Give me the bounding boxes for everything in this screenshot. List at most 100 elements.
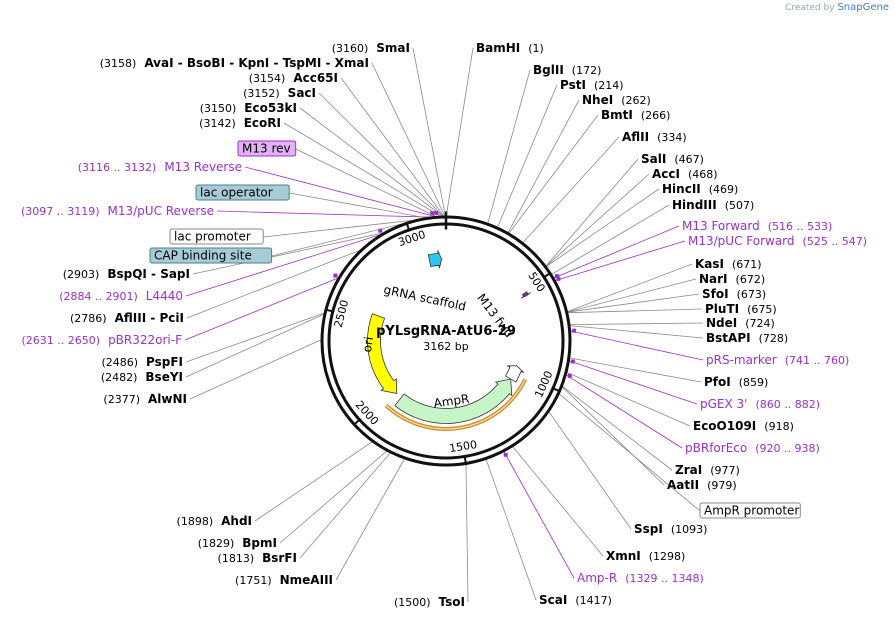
primer-mark-pgex-3 [570,359,575,364]
site-leader-pspfi [185,312,325,363]
site-name: Acc65I [293,71,338,85]
feature-arrow-grna-scaffold [427,250,443,269]
site-position: (3150) [200,102,237,115]
site-name: EcoRI [244,116,281,130]
primer-leader-m13-puc-forward [554,240,686,282]
site-leader-ahdi [254,441,373,522]
site-position: (2903) [63,268,100,281]
feature-arrow-ori [367,313,398,395]
site-leader-nmeaiii [335,458,406,581]
site-position: (1093) [671,523,708,536]
feature-box-bg [149,247,273,264]
feature-arrow-m13-fwd [520,291,531,299]
site-position: (672) [736,273,766,286]
site-position: (1417) [575,594,612,607]
primer-label-prs-marker: pRS-marker(741 .. 760) [706,353,849,367]
primer-range: (741 .. 760) [785,354,850,367]
feature-label-grna-scaffold: gRNA scaffold [382,283,467,314]
site-label-bsrfi: (1813)BsrFI [218,551,297,565]
site-label-sali: SalI(467) [641,152,704,166]
site-leader-afliii-pcii [186,249,362,319]
site-position: (2377) [103,393,140,406]
site-position: (262) [621,94,651,107]
site-name: AvaI - BsoBI - KpnI - TspMI - XmaI [144,56,369,70]
site-position: (1298) [649,550,686,563]
box-leader-lac-operator [289,192,428,219]
site-name: BglII [533,63,564,77]
site-position: (1898) [177,515,214,528]
site-name: AlwNI [148,392,187,406]
tick-mark-3000 [405,221,411,232]
primer-mark-pbrforeco [567,373,572,378]
feature-label-ori: ori [360,336,376,353]
site-leader-aatii [561,386,665,486]
primer-leader-m13-puc-reverse [216,210,433,218]
site-position: (1500) [394,596,431,609]
primer-label-pbr322ori-f: (2631 .. 2650)pBR322ori-F [22,333,183,347]
feature-arrow-ampr-promoter [504,365,525,383]
feature-box-label: lac operator [200,186,273,200]
primer-label-m13-puc-forward: M13/pUC Forward(525 .. 547) [688,234,867,248]
site-leader-bsrfi [299,452,391,559]
primer-name: M13 Forward [682,219,760,233]
site-position: (469) [709,183,739,196]
primer-name: pGEX 3' [700,397,747,411]
site-leader-psti [497,84,558,228]
primer-mark-m13-forward [554,274,559,279]
credit-prefix: Created by [785,3,835,13]
primer-mark-m13-puc-reverse [430,211,435,216]
site-name: AhdI [221,514,252,528]
site-leader-sali [545,158,639,267]
site-label-kasi: KasI(671) [695,257,762,271]
plasmid-center: pYLsgRNA-AtU6-29 3162 bp [376,324,516,353]
site-leader-zrai [561,385,673,471]
primer-range: (2884 .. 2901) [59,290,138,303]
site-label-zrai: ZraI(977) [675,463,740,477]
tick-label-1000: 1000 [532,369,555,400]
site-name: SspI [634,522,663,536]
feature-box-bg [195,184,290,201]
primer-label-amp-r: Amp-R(1329 .. 1348) [577,571,704,585]
feature-box-bg [699,502,801,519]
primer-name: M13/pUC Reverse [108,204,215,218]
site-leader-nhei [507,99,580,234]
feature-box-label: M13 rev [242,142,291,156]
site-leader-bseyi [185,313,325,378]
site-leader-kasi [566,263,693,313]
site-leader-hincii [545,188,660,268]
feature-box-m13-rev: M13 rev [237,140,297,157]
primer-name: L4440 [146,289,183,303]
site-name: KasI [695,257,724,271]
primer-leader-pgex-3 [568,360,698,405]
site-position: (467) [674,153,704,166]
site-label-hindiii: HindIII(507) [672,198,754,212]
site-position: (1813) [218,552,255,565]
site-position: (2786) [70,312,107,325]
leader-lines [184,47,704,603]
primer-leader-m13-forward [553,225,680,279]
tick-mark-1000 [551,386,562,393]
site-position: (507) [725,199,755,212]
site-label-nmeaiii: (1751)NmeAIII [235,573,333,587]
site-name: NarI [699,272,728,286]
site-label-nari: NarI (672) [699,272,765,286]
site-position: (1) [528,42,544,55]
primer-mark-prs-marker [572,328,577,333]
site-leader-tsoi [465,463,469,603]
site-label-acc65i: (3154)Acc65I [249,71,338,85]
primer-leader-l4440 [185,233,383,297]
site-name: AccI [652,167,680,181]
site-name: PstI [560,78,586,92]
site-name: SacI [288,86,316,100]
site-position: (2482) [101,371,138,384]
site-position: (977) [710,464,740,477]
site-name: TsoI [439,595,465,609]
primer-name: M13 Reverse [164,160,242,174]
primer-mark-pbr322ori-f [333,273,338,278]
site-position: (3142) [199,117,236,130]
site-name: AflII [622,130,649,144]
primer-range: (920 .. 938) [755,442,820,455]
primer-range: (3097 .. 3119) [21,205,100,218]
plasmid-name: pYLsgRNA-AtU6-29 [376,324,516,339]
